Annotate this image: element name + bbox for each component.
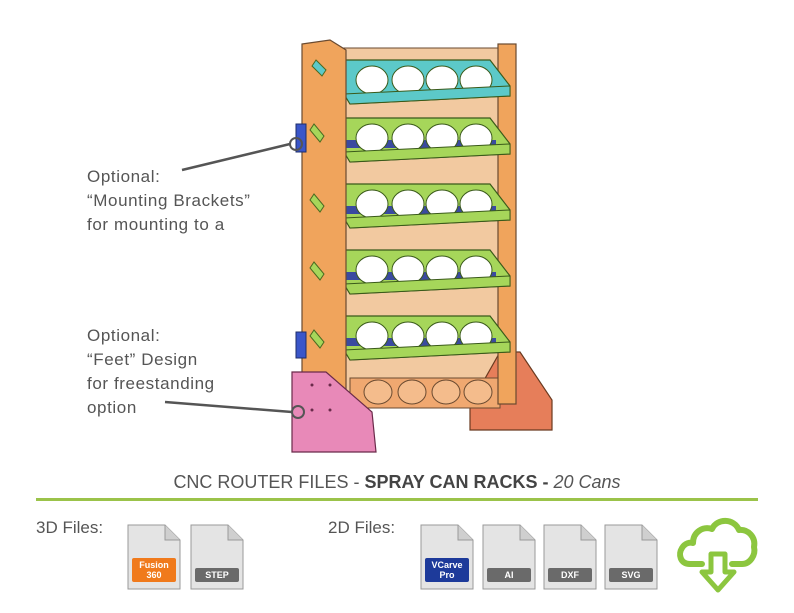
note-line: for freestanding xyxy=(87,374,215,393)
file-format-badge: DXF xyxy=(548,568,592,582)
note-line: “Feet” Design xyxy=(87,350,198,369)
can-hole xyxy=(391,321,425,351)
badge-line: Pro xyxy=(439,570,455,580)
can-hole xyxy=(391,123,425,153)
badge-line: VCarve xyxy=(431,560,463,570)
title-count: 20 Cans xyxy=(553,472,621,492)
shelf xyxy=(339,117,511,163)
file-format-badge: AI xyxy=(487,568,531,582)
note-line: Optional: xyxy=(87,326,161,345)
file-icon-step[interactable]: STEP xyxy=(190,524,244,590)
divider xyxy=(36,498,758,501)
rack-left-foot xyxy=(291,371,377,453)
can-hole xyxy=(391,189,425,219)
brackets-callout-line xyxy=(181,142,291,172)
product-title: CNC ROUTER FILES - SPRAY CAN RACKS - 20 … xyxy=(0,472,794,493)
shelf xyxy=(339,315,511,361)
feet-callout-line xyxy=(164,400,293,414)
note-line: “Mounting Brackets” xyxy=(87,191,251,210)
file-icon-dxf[interactable]: DXF xyxy=(543,524,597,590)
file-format-badge: STEP xyxy=(195,568,239,582)
can-hole xyxy=(355,321,389,351)
can-hole xyxy=(391,65,425,95)
files-2d-label: 2D Files: xyxy=(328,518,396,537)
top-shelf xyxy=(339,59,511,105)
shelf xyxy=(339,249,511,295)
mounting-brackets-note: Optional: “Mounting Brackets” for mounti… xyxy=(87,165,251,237)
badge-line: AI xyxy=(504,570,514,580)
can-hole xyxy=(355,65,389,95)
note-line: Optional: xyxy=(87,167,161,186)
mounting-bracket-bottom xyxy=(295,331,307,359)
files-3d-label: 3D Files: xyxy=(36,518,104,537)
note-line: for mounting to a xyxy=(87,215,225,234)
badge-line: SVG xyxy=(621,570,641,580)
rack-left-side-panel xyxy=(301,39,347,411)
can-hole xyxy=(391,255,425,285)
title-prefix: CNC ROUTER FILES - xyxy=(173,472,365,492)
badge-line: 360 xyxy=(146,570,162,580)
cloud-download-icon[interactable] xyxy=(676,510,760,596)
can-hole xyxy=(355,189,389,219)
file-icon-svg[interactable]: SVG xyxy=(604,524,658,590)
file-icon-ai[interactable]: AI xyxy=(482,524,536,590)
spray-can-rack-illustration xyxy=(164,39,553,453)
badge-line: Fusion xyxy=(139,560,169,570)
note-line: option xyxy=(87,398,137,417)
badge-line: STEP xyxy=(205,570,229,580)
shelf xyxy=(339,183,511,229)
file-format-badge: SVG xyxy=(609,568,653,582)
can-hole xyxy=(355,255,389,285)
feet-design-note: Optional: “Feet” Design for freestanding… xyxy=(87,324,215,420)
badge-line: DXF xyxy=(561,570,579,580)
title-bold: SPRAY CAN RACKS - xyxy=(364,472,554,492)
can-hole xyxy=(355,123,389,153)
